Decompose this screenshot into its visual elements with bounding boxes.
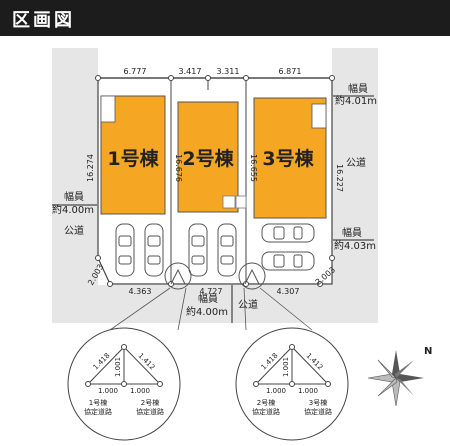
detail-circle-right: 1.418 1.412 1.001 1.000 1.000 2号棟 協定道路 3… [235,327,349,441]
entrance-step [235,195,247,209]
building-1-label: 1号棟 [107,147,159,170]
detail-left-label-a-1: 1号棟 [89,398,107,407]
detail-right-d5: 1.000 [298,387,318,395]
road-left-line3: 公道 [64,224,84,237]
north-neighbor [98,48,332,78]
dim-top-2: 3.417 [179,67,202,76]
detail-left-d3: 1.001 [114,357,122,377]
leader-line [177,287,187,331]
header-bar: 区画図 [0,0,450,36]
road-right-top-line1: 幅員 [348,82,368,95]
entrance-step [222,195,236,209]
building-1: 1号棟 [100,95,166,215]
road-left-line1: 幅員 [64,190,84,203]
right-road-area [332,48,378,323]
road-right-bottom-line2: 約4.03m [334,239,376,252]
dim-bottom-3: 4.307 [277,287,300,296]
road-bottom-line1: 幅員 [198,292,218,305]
detail-right-d3: 1.001 [282,357,290,377]
detail-right-label-b-2: 協定道路 [304,407,332,416]
corner-detail-right [238,262,266,290]
dim-side-mid1: 16.676 [174,154,183,182]
detail-right-label-a-1: 2号棟 [257,398,275,407]
compass-icon: N [367,346,432,407]
dim-side-left: 16.274 [86,154,95,182]
bottom-road-area [52,285,378,323]
building-2: 2号棟 [177,101,239,213]
compass-north-label: N [424,346,432,357]
building-3: 3号棟 [253,97,327,219]
detail-right-label-a-2: 協定道路 [252,407,280,416]
dim-top-1: 6.777 [124,67,147,76]
road-right-label: 公道 [346,156,366,169]
building-2-label: 2号棟 [182,147,234,170]
detail-left-d4: 1.000 [98,387,118,395]
detail-left-label-b-2: 協定道路 [136,407,164,416]
leader-line [243,287,247,331]
left-road-area [52,48,98,323]
parking-cars [115,223,315,277]
detail-left-label-b-1: 2号棟 [141,398,159,407]
detail-left-d5: 1.000 [130,387,150,395]
dim-side-right: 16.227 [335,164,344,192]
building-3-label: 3号棟 [262,147,314,170]
dim-top-4: 6.871 [279,67,302,76]
road-bottom-line3: 公道 [238,298,258,311]
leader-line [259,287,313,331]
road-bottom-line2: 約4.00m [186,305,228,318]
road-left-line2: 約4.00m [52,203,94,216]
road-right-top-line2: 約4.01m [335,94,377,107]
dimension-points [95,75,335,287]
dim-top-3: 3.311 [217,67,240,76]
detail-right-d4: 1.000 [266,387,286,395]
dim-side-mid2: 16.655 [249,154,258,182]
plan-drawing: 1号棟 2号棟 3号棟 [52,48,432,441]
dim-bottom-1: 4.363 [129,287,152,296]
page-title: 区画図 [12,10,75,31]
detail-left-label-a-2: 協定道路 [84,407,112,416]
detail-circle-left: 1.418 1.412 1.001 1.000 1.000 1号棟 協定道路 2… [67,327,181,441]
road-right-bottom-line1: 幅員 [342,226,362,239]
dim-bottom-2: 4.727 [200,287,223,296]
leader-line [109,287,171,331]
detail-right-label-b-1: 3号棟 [309,398,327,407]
corner-detail-left [164,262,192,290]
